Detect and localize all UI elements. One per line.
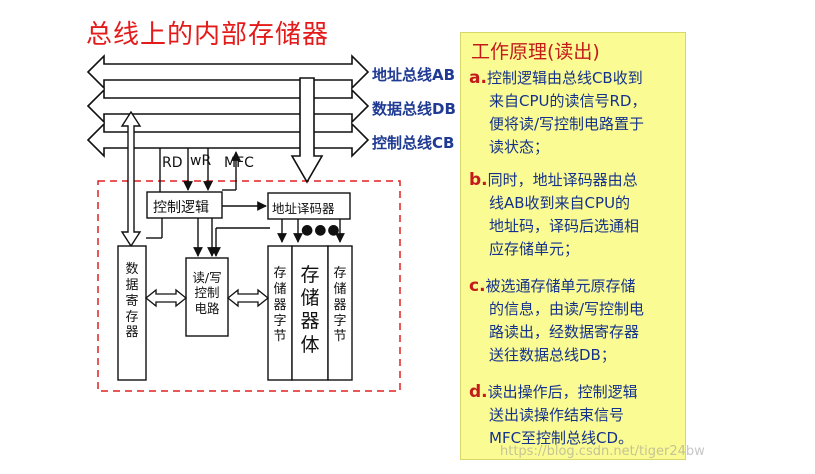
storage-byte-left-label: 存 储 器 字 节 [273,266,287,345]
storage-byte-right-label: 存 储 器 字 节 [333,266,347,345]
panel-title: 工作原理(读出) [471,41,600,63]
register-rw-arrow [144,288,188,308]
explanation-panel: 工作原理(读出) a.控制逻辑由总线CB收到 来自CPU的读信号RD， 便将读/… [460,32,686,460]
data-bus-arrow [86,88,370,124]
control-bus-arrow [86,122,370,158]
storage-byte-right-box [327,245,353,381]
control-bus-label: 控制总线CB [372,134,455,152]
step-a: a.控制逻辑由总线CB收到 来自CPU的读信号RD， 便将读/写控制电路置于 读… [469,68,647,156]
step-b: b.同时，地址译码器由总 线AB收到来自CPU的 地址码，译码后选通相 应存储单… [469,170,640,258]
storage-body-box [291,245,329,381]
rw-circuit-label: 读/写 控制 电路 [192,270,222,316]
storage-dots: ●●● [301,222,341,238]
data-register-label: 数 据 寄 存 器 [125,262,139,341]
address-to-decoder-arrow [290,77,324,184]
step-c: c.被选通存储单元原存储 的信息，由读/写控制电 路读出，经数据寄存器 送往数据… [469,276,645,364]
mfc-signal-label: MFC [224,155,254,171]
control-logic-label: 控制逻辑 [153,200,209,216]
address-decoder-label: 地址译码器 [272,201,335,216]
wr-signal-label: wR [190,153,212,169]
rw-storage-arrow [226,288,270,308]
address-decoder-box [267,192,351,220]
address-bus-label: 地址总线AB [372,66,456,84]
diagram-title: 总线上的内部存储器 [86,20,330,50]
rw-circuit-box [185,257,229,337]
step-letter: c. [469,276,486,296]
watermark: https://blog.csdn.net/tiger24bw [500,444,705,459]
step-letter: d. [469,382,488,402]
rd-signal-label: RD [162,155,183,171]
step-d: d.读出操作后，控制逻辑 送出读操作结束信号 MFC至控制总线CD。 [469,382,638,447]
control-logic-box [146,191,223,219]
memory-boundary [97,180,401,392]
data-register-box [117,245,147,381]
data-bus-label: 数据总线DB [372,100,456,118]
address-bus-arrow [86,54,370,90]
step-letter: a. [469,68,487,88]
step-letter: b. [469,170,488,190]
storage-body-label: 存 储 器 体 [300,264,320,356]
